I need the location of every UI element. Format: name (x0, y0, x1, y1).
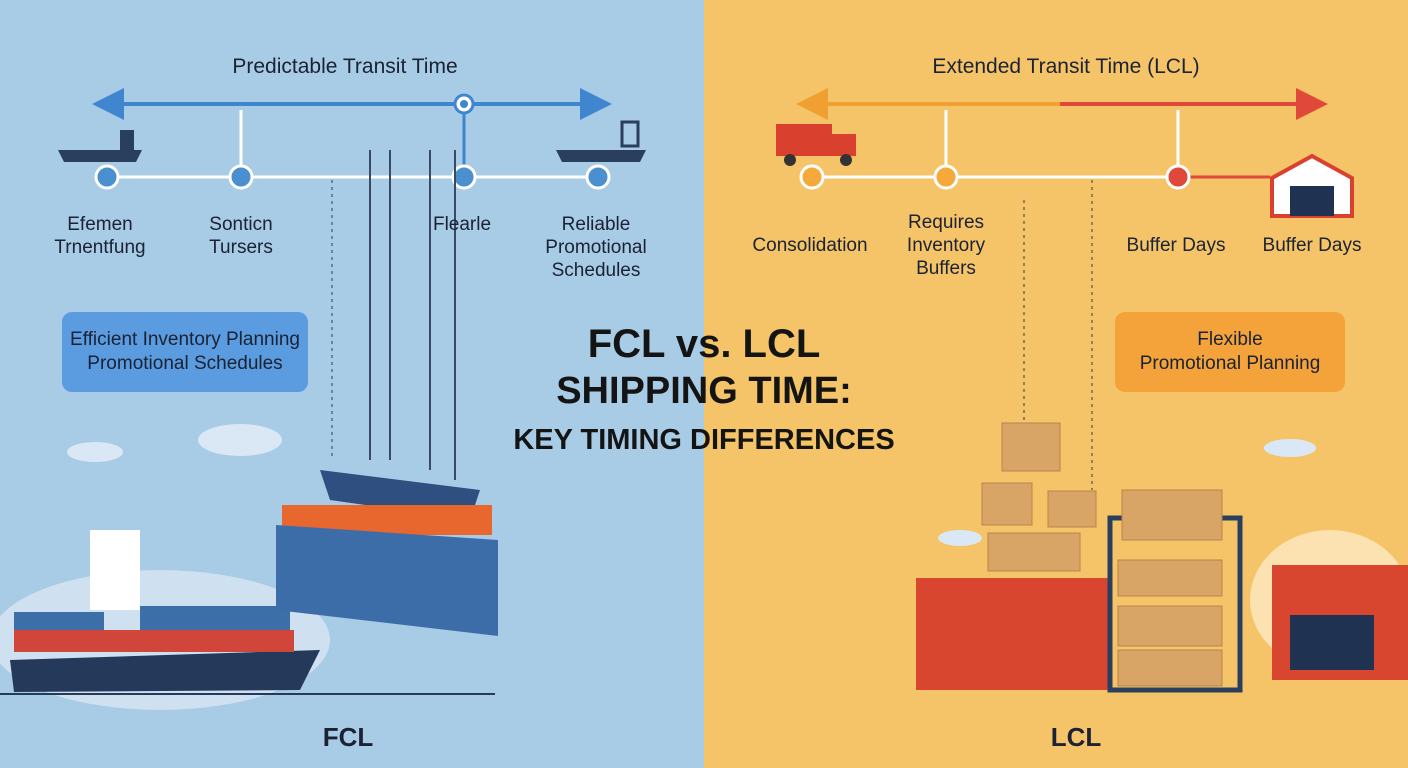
fcl-timeline (58, 88, 646, 480)
lcl-label: LCL (1050, 722, 1102, 752)
lcl-heading: Extended Transit Time (LCL) (932, 55, 1200, 78)
lcl-node-label: Buffer Days (1262, 235, 1362, 256)
lcl-node-label: Consolidation (752, 235, 868, 256)
lcl-timeline (776, 88, 1354, 490)
fcl-node-label: Flearle (432, 214, 492, 235)
truck-icon (776, 124, 856, 166)
title-line-3: KEY TIMING DIFFERENCES (513, 424, 895, 456)
title-line-1: FCL vs. LCL (587, 322, 821, 366)
lcl-node-label: Buffer Days (1126, 235, 1226, 256)
fcl-label: FCL (322, 722, 374, 752)
ship-crane-icon (556, 150, 646, 162)
ship-icon (58, 150, 142, 162)
warehouse-icon (1270, 153, 1354, 218)
fcl-heading: Predictable Transit Time (232, 55, 458, 78)
container-ship (0, 530, 495, 710)
title-line-2: SHIPPING TIME: (556, 370, 852, 412)
boxes-and-containers (916, 422, 1408, 693)
hoisted-container (276, 470, 498, 636)
